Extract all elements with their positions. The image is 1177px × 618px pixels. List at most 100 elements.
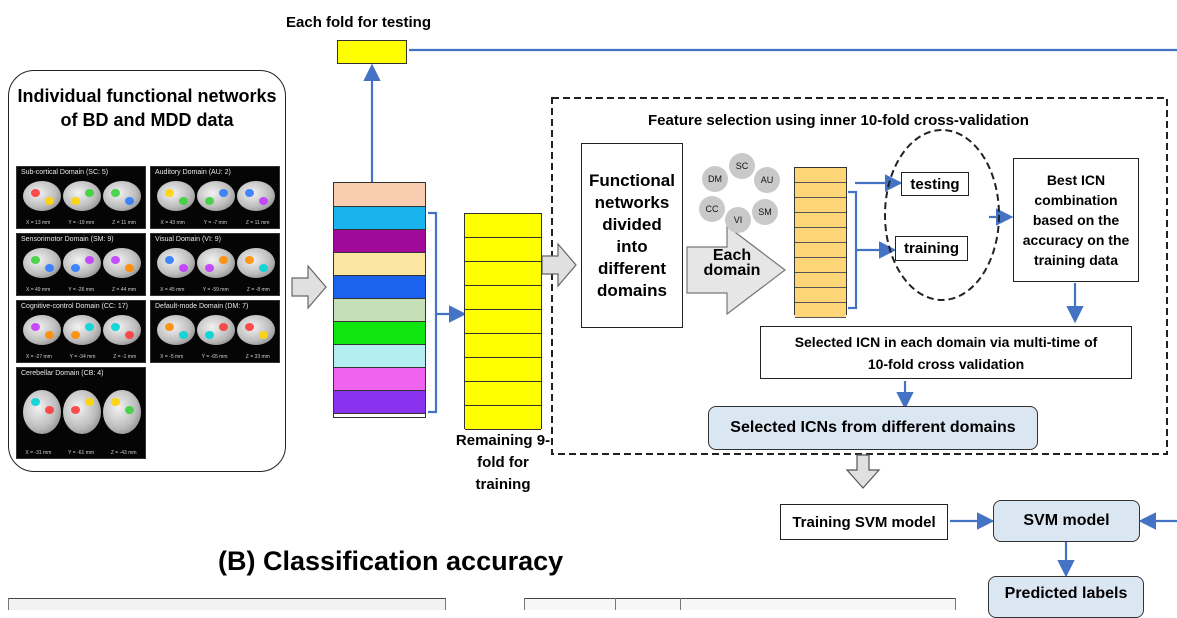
brain-slice bbox=[157, 248, 195, 278]
bottom-left-table-edge bbox=[8, 598, 446, 610]
activation-blob bbox=[31, 256, 40, 264]
coord-label: Y = -65 mm bbox=[201, 354, 228, 360]
remaining-label: Remaining 9-fold for training bbox=[455, 432, 551, 493]
activation-blob bbox=[259, 264, 268, 272]
coord-label: X = 13 mm bbox=[26, 220, 51, 226]
domain-circle-sm: SM bbox=[752, 199, 778, 225]
coord-label: Y = -61 mm bbox=[68, 450, 95, 456]
functional-networks-box: Functional networks divided into differe… bbox=[581, 143, 683, 328]
domain-circle-dm: DM bbox=[702, 166, 728, 192]
activation-blob bbox=[85, 189, 94, 197]
activation-blob bbox=[125, 197, 134, 205]
brain-slice bbox=[23, 315, 61, 345]
coord-label: Y = -59 mm bbox=[202, 287, 229, 293]
coord-label: Z = -1 mm bbox=[113, 354, 137, 360]
coord-label: Z = 44 mm bbox=[111, 287, 137, 293]
brain-slice bbox=[237, 181, 275, 211]
coord-label: X = 45 mm bbox=[160, 287, 185, 293]
activation-blob bbox=[45, 406, 54, 414]
inner-fold-cell bbox=[795, 243, 846, 258]
fold-stack bbox=[333, 182, 426, 418]
brain-slice bbox=[23, 248, 61, 278]
fold-cell bbox=[334, 322, 425, 345]
brain-slice bbox=[63, 181, 101, 211]
coord-label: Y = -7 mm bbox=[203, 220, 227, 226]
networks-title: Individual functional networks of BD and… bbox=[17, 86, 277, 130]
brain-slice bbox=[157, 181, 195, 211]
fold-cell bbox=[334, 207, 425, 230]
activation-blob bbox=[219, 256, 228, 264]
fold-cell bbox=[334, 368, 425, 391]
brain-slice bbox=[197, 315, 235, 345]
each-domain-label: Each domain bbox=[703, 247, 761, 279]
fold-cell bbox=[334, 391, 425, 414]
brain-slice bbox=[103, 181, 141, 211]
training-fold-cell bbox=[465, 310, 541, 334]
selected-icn-each-domain-box: Selected ICN in each domain via multi-ti… bbox=[760, 326, 1132, 379]
coord-label: X = -31 mm bbox=[25, 450, 52, 456]
activation-blob bbox=[205, 197, 214, 205]
fold-cell bbox=[334, 253, 425, 276]
inner-fold-cell bbox=[795, 198, 846, 213]
activation-blob bbox=[71, 264, 80, 272]
inner-fold-cell bbox=[795, 183, 846, 198]
domain-circle-au: AU bbox=[754, 167, 780, 193]
brain-slice bbox=[63, 248, 101, 278]
network-panel: Visual Domain (VI: 9) X = 45 mm Y = -59 mm… bbox=[150, 233, 280, 296]
coord-label: Z = -8 mm bbox=[246, 287, 270, 293]
brain-slice bbox=[197, 181, 235, 211]
brain-slice bbox=[157, 315, 195, 345]
activation-blob bbox=[165, 256, 174, 264]
activation-blob bbox=[245, 256, 254, 264]
activation-blob bbox=[45, 331, 54, 339]
coord-label: X = 43 mm bbox=[160, 220, 185, 226]
activation-blob bbox=[259, 197, 268, 205]
inner-fold-cell bbox=[795, 288, 846, 303]
network-panel-title: Sub-cortical Domain (SC: 5) bbox=[21, 169, 109, 176]
fold-cell bbox=[334, 299, 425, 322]
network-panel-title: Cerebellar Domain (CB: 4) bbox=[21, 370, 104, 377]
inner-fold-cell bbox=[795, 258, 846, 273]
inner-fold-cell bbox=[795, 228, 846, 243]
brain-slice bbox=[103, 390, 141, 434]
inner-fold-stack bbox=[794, 167, 847, 318]
network-panel-title: Visual Domain (VI: 9) bbox=[155, 236, 222, 243]
activation-blob bbox=[125, 331, 134, 339]
feature-selection-title: Feature selection using inner 10-fold cr… bbox=[648, 112, 1029, 129]
network-panel: Auditory Domain (AU: 2) X = 43 mm Y = -7 m… bbox=[150, 166, 280, 229]
coord-label: X = 49 mm bbox=[25, 287, 51, 293]
inner-fold-cell bbox=[795, 213, 846, 228]
brain-slice bbox=[23, 181, 61, 211]
coord-label: Z = 11 mm bbox=[245, 220, 270, 226]
network-panel-title: Sensorimotor Domain (SM: 9) bbox=[21, 236, 114, 243]
brain-slice bbox=[63, 315, 101, 345]
activation-blob bbox=[85, 323, 94, 331]
activation-blob bbox=[219, 323, 228, 331]
coord-label: Z = -43 mm bbox=[110, 450, 137, 456]
activation-blob bbox=[205, 264, 214, 272]
activation-blob bbox=[165, 189, 174, 197]
activation-blob bbox=[205, 331, 214, 339]
activation-blob bbox=[31, 323, 40, 331]
section-b-title: (B) Classification accuracy bbox=[218, 546, 564, 576]
network-panel: Sensorimotor Domain (SM: 9) X = 49 mm Y = … bbox=[16, 233, 146, 296]
coord-label: Y = -26 mm bbox=[68, 287, 95, 293]
activation-blob bbox=[111, 256, 120, 264]
training-fold-cell bbox=[465, 382, 541, 406]
activation-blob bbox=[111, 398, 120, 406]
network-panel-title: Auditory Domain (AU: 2) bbox=[155, 169, 231, 176]
activation-blob bbox=[31, 189, 40, 197]
bottom-right-table-divider-2 bbox=[680, 598, 681, 610]
inner-fold-cell bbox=[795, 168, 846, 183]
activation-blob bbox=[85, 256, 94, 264]
activation-blob bbox=[165, 323, 174, 331]
activation-blob bbox=[45, 264, 54, 272]
domain-circle-vi: VI bbox=[725, 207, 751, 233]
bottom-right-table-divider-1 bbox=[615, 598, 616, 610]
fold-cell bbox=[334, 345, 425, 368]
activation-blob bbox=[111, 323, 120, 331]
